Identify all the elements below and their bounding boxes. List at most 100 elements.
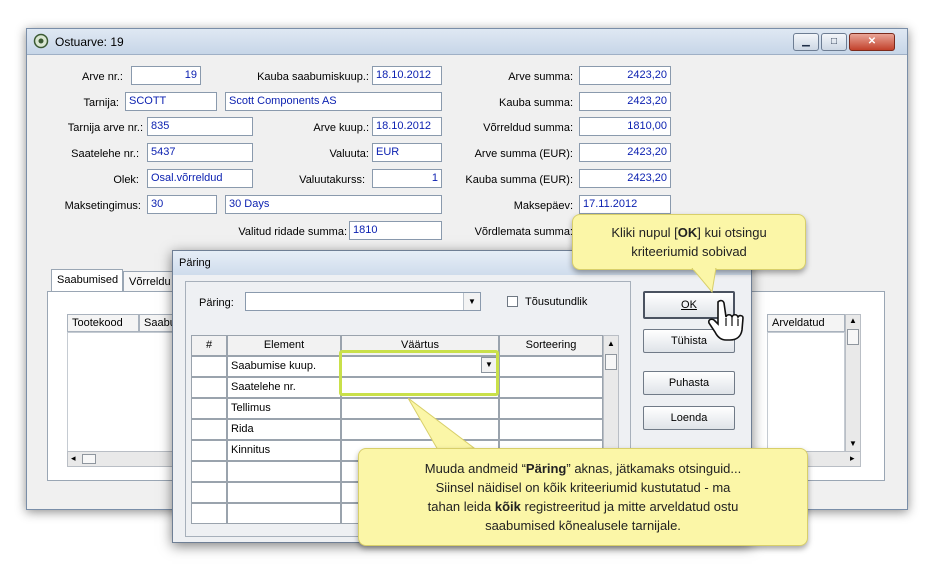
kauba-summa-eur-field[interactable]: 2423,20 (579, 169, 671, 188)
valitud-ridade-summa-label: Valitud ridade summa: (238, 226, 347, 238)
valuuta-field[interactable]: EUR (372, 143, 442, 162)
valuutakurss-field[interactable]: 1 (372, 169, 442, 188)
grid-header-tootekood[interactable]: Tootekood (67, 314, 139, 332)
ok-button-label: OK (681, 299, 697, 311)
vertical-scrollbar-right[interactable]: ▲ ▼ (845, 314, 861, 452)
tab-vorreldud[interactable]: Võrreldu (123, 271, 173, 291)
dialog-title: Päring (179, 257, 211, 269)
kauba-saabumiskuup-field[interactable]: 18.10.2012 (372, 66, 442, 85)
callout-query-line1-bold: Päring (525, 461, 567, 476)
query-cell-nr[interactable] (191, 377, 227, 398)
grid-body-right[interactable] (767, 332, 845, 452)
chevron-down-icon[interactable]: ▼ (463, 293, 480, 310)
callout-query-line1-post: ” aknas, jätkamaks otsinguid... (566, 461, 742, 476)
maksetingimus-code-field[interactable]: 30 (147, 195, 217, 214)
scroll-down-icon[interactable]: ▼ (849, 439, 857, 448)
arve-kuup-label: Arve kuup.: (313, 122, 369, 134)
maksetingimus-label: Maksetingimus: (64, 200, 141, 212)
query-cell-element[interactable] (227, 503, 341, 524)
query-cell-element[interactable] (227, 482, 341, 503)
vorreldud-summa-field[interactable]: 1810,00 (579, 117, 671, 136)
arve-nr-label: Arve nr.: (82, 71, 123, 83)
window-title: Ostuarve: 19 (55, 35, 124, 49)
callout-ok-line2: kriteeriumid sobivad (631, 244, 747, 259)
tarnija-arve-nr-field[interactable]: 835 (147, 117, 253, 136)
loenda-button[interactable]: Loenda (643, 406, 735, 430)
query-cell-element[interactable]: Kinnitus (227, 440, 341, 461)
maksepaev-field[interactable]: 17.11.2012 (579, 195, 671, 214)
query-cell-sorteering[interactable] (499, 419, 603, 440)
tarnija-name-field[interactable]: Scott Components AS (225, 92, 442, 111)
grid-header-arveldatud[interactable]: Arveldatud (767, 314, 845, 332)
hand-cursor-icon (708, 299, 744, 341)
callout-query-hint: Muuda andmeid “Päring” aknas, jätkamaks … (358, 448, 808, 546)
query-scroll-up-icon[interactable]: ▲ (607, 339, 615, 348)
arve-summa-eur-field[interactable]: 2423,20 (579, 143, 671, 162)
callout-query-line3-post: registreeritud ja mitte arveldatud ostu (520, 499, 739, 514)
arve-summa-eur-label: Arve summa (EUR): (474, 148, 573, 160)
olek-label: Olek: (113, 174, 139, 186)
puhasta-button[interactable]: Puhasta (643, 371, 735, 395)
vscroll-thumb[interactable] (847, 329, 859, 345)
tarnija-code-field[interactable]: SCOTT (125, 92, 217, 111)
tousutundlik-checkbox[interactable] (507, 296, 518, 307)
query-cell-element[interactable]: Rida (227, 419, 341, 440)
saatelehe-nr-field[interactable]: 5437 (147, 143, 253, 162)
valuuta-label: Valuuta: (329, 148, 369, 160)
query-cell-element[interactable]: Saabumise kuup. (227, 356, 341, 377)
kauba-summa-field[interactable]: 2423,20 (579, 92, 671, 111)
query-cell-sorteering[interactable] (499, 356, 603, 377)
callout-ok-hint: Kliki nupul [OK] kui otsingu kriteeriumi… (572, 214, 806, 270)
callout-ok-line1-post: ] kui otsingu (697, 225, 767, 240)
arve-kuup-field[interactable]: 18.10.2012 (372, 117, 442, 136)
title-bar[interactable]: Ostuarve: 19 ▁ □ ✕ (27, 29, 907, 55)
horizontal-scrollbar-left[interactable]: ◂ (67, 451, 175, 467)
query-cell-element[interactable]: Tellimus (227, 398, 341, 419)
kauba-summa-eur-label: Kauba summa (EUR): (465, 174, 573, 186)
grid-body-left[interactable] (67, 332, 175, 452)
scroll-right-icon[interactable]: ▸ (850, 453, 855, 463)
query-cell-element[interactable] (227, 461, 341, 482)
query-cell-nr[interactable] (191, 461, 227, 482)
kauba-summa-label: Kauba summa: (499, 97, 573, 109)
arve-nr-field[interactable]: 19 (131, 66, 201, 85)
valuutakurss-label: Valuutakurss: (299, 174, 365, 186)
olek-field[interactable]: Osal.võrreldud (147, 169, 253, 188)
tousutundlik-label: Tõusutundlik (525, 296, 588, 308)
callout-query-pointer (408, 398, 476, 451)
col-header-element[interactable]: Element (227, 335, 341, 356)
arve-summa-field[interactable]: 2423,20 (579, 66, 671, 85)
maksepaev-label: Maksepäev: (513, 200, 573, 212)
callout-ok-line1-bold: OK (677, 225, 698, 240)
minimize-button[interactable]: ▁ (793, 33, 819, 51)
maximize-button[interactable]: □ (821, 33, 847, 51)
tarnija-arve-nr-label: Tarnija arve nr.: (67, 122, 143, 134)
paring-select[interactable] (245, 292, 481, 311)
callout-ok-line1: Kliki nupul [OK] kui otsingu (573, 223, 805, 242)
grid-header-saabu[interactable]: Saabu (139, 314, 175, 332)
query-cell-element[interactable]: Saatelehe nr. (227, 377, 341, 398)
valitud-ridade-summa-field[interactable]: 1810 (349, 221, 442, 240)
kauba-saabumiskuup-label: Kauba saabumiskuup.: (257, 71, 369, 83)
query-cell-sorteering[interactable] (499, 398, 603, 419)
query-cell-nr[interactable] (191, 503, 227, 524)
query-cell-nr[interactable] (191, 440, 227, 461)
arve-summa-label: Arve summa: (508, 71, 573, 83)
query-cell-sorteering[interactable] (499, 377, 603, 398)
close-button[interactable]: ✕ (849, 33, 895, 51)
scroll-left-icon[interactable]: ◂ (71, 453, 76, 463)
col-header-nr[interactable]: # (191, 335, 227, 356)
query-cell-nr[interactable] (191, 419, 227, 440)
query-cell-nr[interactable] (191, 356, 227, 377)
vorreldud-summa-label: Võrreldud summa: (483, 122, 573, 134)
query-cell-nr[interactable] (191, 398, 227, 419)
scroll-up-icon[interactable]: ▲ (849, 316, 857, 325)
tarnija-label: Tarnija: (83, 97, 119, 109)
tab-saabumised[interactable]: Saabumised (51, 269, 123, 291)
callout-query-line3: tahan leida kõik registreeritud ja mitte… (359, 497, 807, 516)
query-vscroll-thumb[interactable] (605, 354, 617, 370)
scroll-thumb[interactable] (82, 454, 96, 464)
col-header-sorteering[interactable]: Sorteering (499, 335, 603, 356)
query-cell-nr[interactable] (191, 482, 227, 503)
maksetingimus-name-field[interactable]: 30 Days (225, 195, 442, 214)
